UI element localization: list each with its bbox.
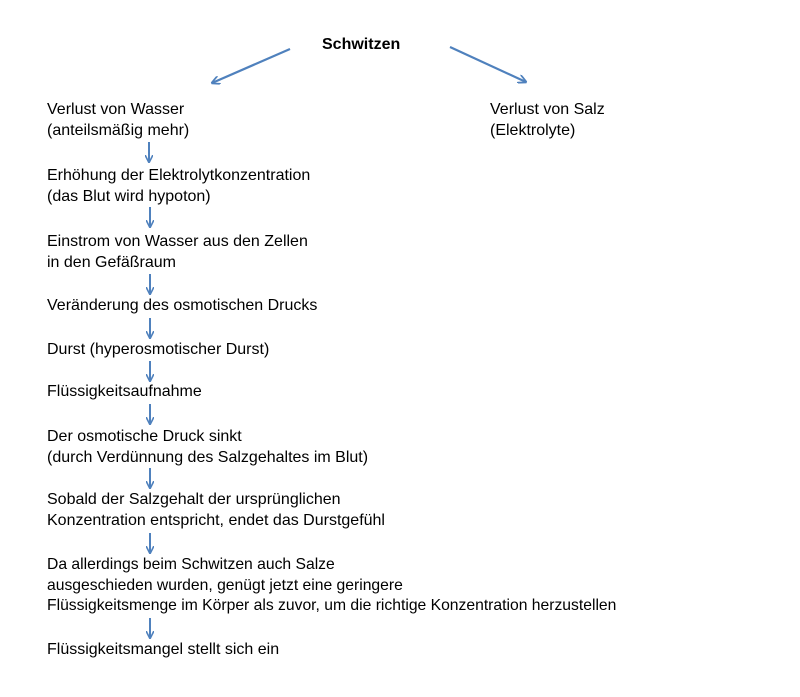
- node-line: Verlust von Salz: [490, 101, 605, 118]
- node-line: Einstrom von Wasser aus den Zellen: [47, 233, 308, 250]
- node-line: Flüssigkeitsmangel stellt sich ein: [47, 641, 280, 658]
- branch-arrow-left: [212, 47, 291, 83]
- node-line: Erhöhung der Elektrolytkonzentration: [47, 167, 311, 184]
- node-line: (Elektrolyte): [490, 121, 576, 139]
- step-fluid-intake: Flüssigkeitsaufnahme: [47, 382, 202, 403]
- node-line: Flüssigkeitsaufnahme: [47, 383, 202, 400]
- branch-arrow-right: [449, 46, 526, 82]
- node-line: Der osmotische Druck sinkt: [47, 428, 242, 445]
- node-line: Konzentration entspricht, endet das Durs…: [47, 511, 385, 529]
- branch-salt-loss: Verlust von Salz (Elektrolyte): [490, 100, 605, 141]
- step-water-inflow: Einstrom von Wasser aus den Zellen in de…: [47, 232, 308, 273]
- step-pressure-drops: Der osmotische Druck sinkt (durch Verdün…: [47, 427, 368, 468]
- branch-water-loss: Verlust von Wasser (anteilsmäßig mehr): [47, 100, 189, 141]
- node-line: ausgeschieden wurden, genügt jetzt eine …: [47, 576, 403, 594]
- node-line: Verlust von Wasser: [47, 101, 185, 118]
- step-fluid-deficit: Flüssigkeitsmangel stellt sich ein: [47, 640, 279, 661]
- step-osmotic-change: Veränderung des osmotischen Drucks: [47, 296, 317, 317]
- node-line: (das Blut wird hypoton): [47, 187, 211, 205]
- step-thirst: Durst (hyperosmotischer Durst): [47, 340, 269, 361]
- diagram-title: Schwitzen: [322, 36, 401, 53]
- node-line: (durch Verdünnung des Salzgehaltes im Bl…: [47, 448, 369, 466]
- node-line: Durst (hyperosmotischer Durst): [47, 341, 270, 358]
- step-electrolyte-increase: Erhöhung der Elektrolytkonzentration (da…: [47, 166, 310, 207]
- step-thirst-ends: Sobald der Salzgehalt der ursprünglichen…: [47, 490, 385, 531]
- node-line: (anteilsmäßig mehr): [47, 121, 190, 139]
- node-line: Flüssigkeitsmenge im Körper als zuvor, u…: [47, 597, 617, 614]
- node-line: Da allerdings beim Schwitzen auch Salze: [47, 556, 335, 573]
- node-line: Veränderung des osmotischen Drucks: [47, 297, 318, 314]
- node-line: Sobald der Salzgehalt der ursprünglichen: [47, 491, 341, 508]
- node-line: in den Gefäßraum: [47, 253, 176, 271]
- step-salt-excreted: Da allerdings beim Schwitzen auch Salze …: [47, 555, 616, 617]
